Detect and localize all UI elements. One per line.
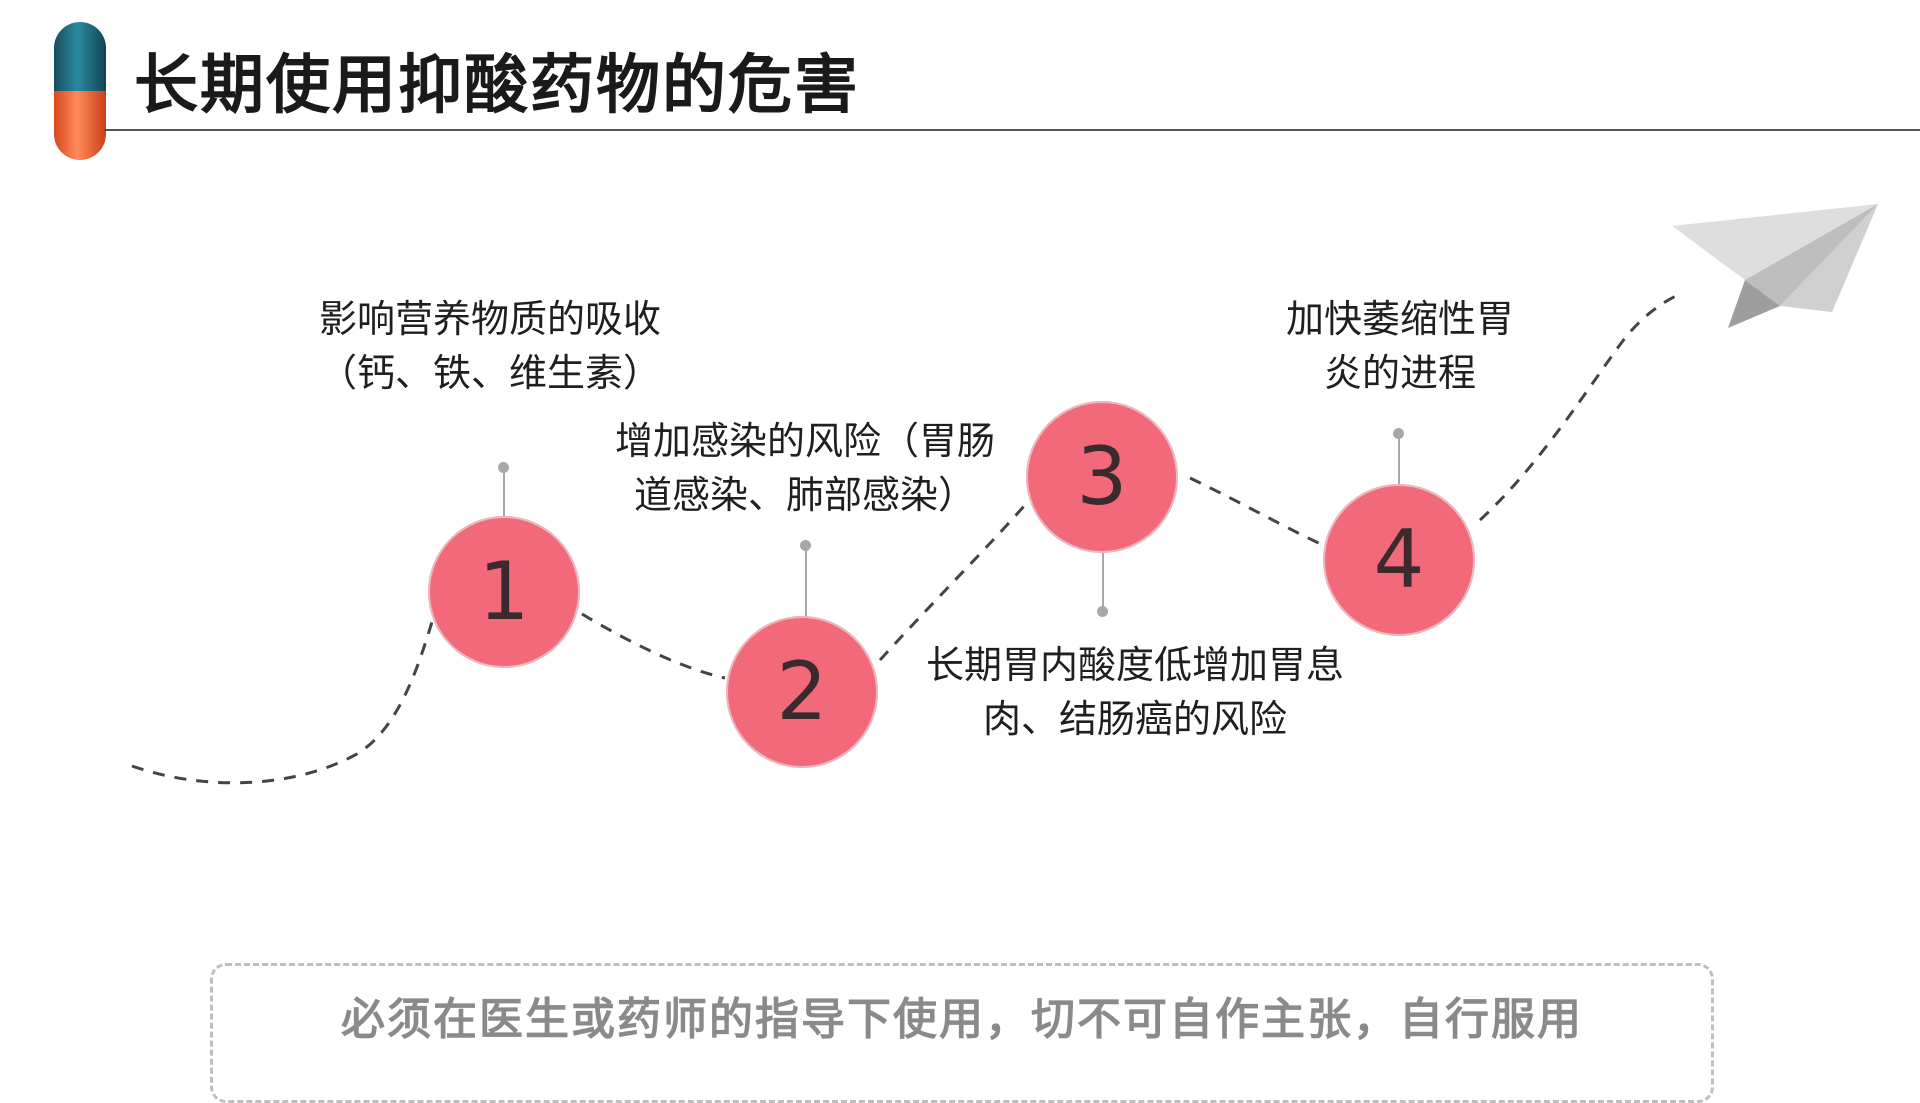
slide: 长期使用抑酸药物的危害 1 影响营养物质的吸收 （钙、铁、维生素） 2 增加感染… xyxy=(54,22,1920,1103)
paper-plane-icon xyxy=(1672,204,1878,328)
step-3-connector xyxy=(1102,553,1104,611)
step-1-circle: 1 xyxy=(428,516,580,668)
step-3-text: 长期胃内酸度低增加胃息 肉、结肠癌的风险 xyxy=(925,643,1344,741)
step-2-text: 增加感染的风险（胃肠 道感染、肺部感染） xyxy=(614,419,995,517)
step-3-number: 3 xyxy=(1076,430,1128,523)
step-4-text: 加快萎缩性胃 炎的进程 xyxy=(1285,297,1514,395)
title-divider xyxy=(104,129,1920,131)
step-4-number: 4 xyxy=(1373,513,1425,606)
step-4-circle: 4 xyxy=(1323,484,1475,636)
step-4-connector xyxy=(1398,436,1400,484)
step-1-number: 1 xyxy=(478,545,530,638)
step-1-connector-dot xyxy=(498,462,509,473)
timeline-path xyxy=(131,204,1878,785)
step-3-connector-dot xyxy=(1097,606,1108,617)
step-4-connector-dot xyxy=(1393,428,1404,439)
step-2-connector xyxy=(805,546,807,616)
capsule-icon xyxy=(54,22,106,160)
note-text: 必须在医生或药师的指导下使用，切不可自作主张，自行服用 xyxy=(341,994,1583,1045)
step-1-text: 影响营养物质的吸收 （钙、铁、维生素） xyxy=(318,297,661,395)
step-1-connector xyxy=(503,470,505,516)
step-2-connector-dot xyxy=(800,540,811,551)
step-2-circle: 2 xyxy=(726,616,878,768)
step-2-number: 2 xyxy=(776,645,828,738)
step-3-circle: 3 xyxy=(1026,401,1178,553)
page-title: 长期使用抑酸药物的危害 xyxy=(134,49,860,123)
